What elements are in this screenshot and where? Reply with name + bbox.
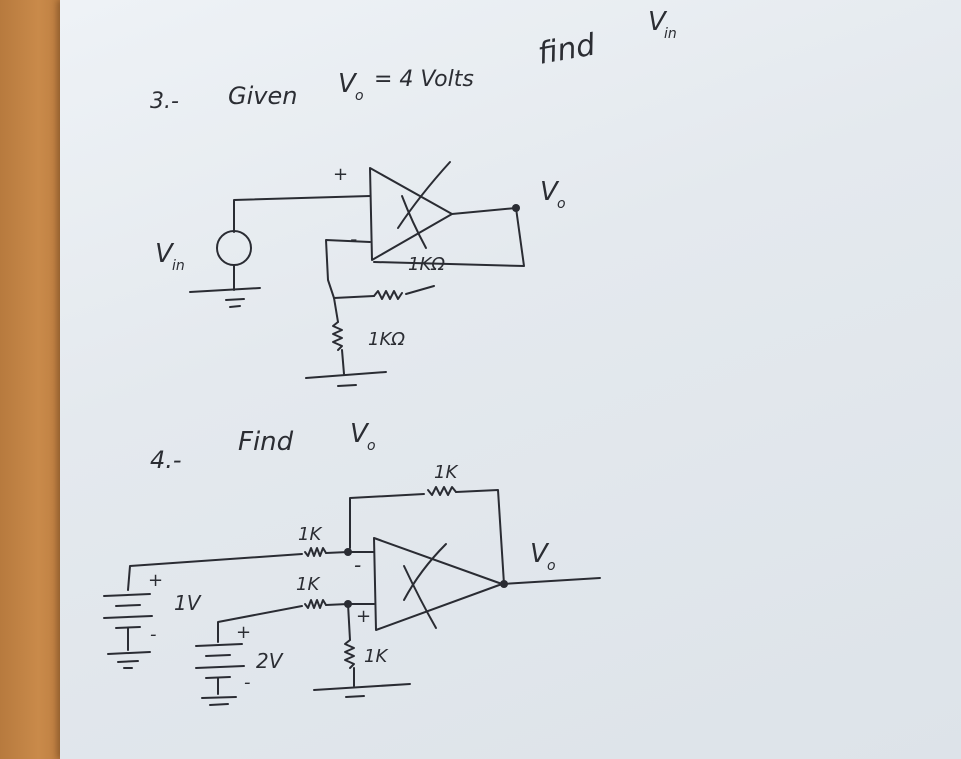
problem3-vin-sub: in	[664, 26, 677, 42]
problem4-battery1-minus: -	[150, 624, 157, 645]
problem4-battery2-minus: -	[244, 672, 251, 693]
problem4-circuit: - + V o 1K 1K 1K 1K	[103, 462, 601, 706]
problem3-crossout-stroke-1	[397, 161, 451, 229]
problem3-number: 3.-	[150, 89, 179, 114]
problem4-wire-r2-right	[325, 603, 349, 606]
problem3-vin-source-icon	[216, 230, 252, 266]
problem4-wire-feedback-right	[455, 489, 505, 585]
problem3-opamp	[369, 167, 453, 261]
problem4-feedback-resistor-label: 1K	[434, 462, 458, 483]
problem4-battery2-plus: +	[236, 622, 251, 643]
problem4-ground-line	[345, 695, 365, 698]
problem3-output-label-sub: o	[557, 196, 566, 212]
problem3-plus-sign: +	[333, 164, 348, 185]
problem4-wire-r1-right	[325, 551, 349, 554]
problem3-wire-output	[451, 207, 517, 215]
problem3-wire-feedback-top	[373, 207, 525, 267]
problem4-output-label-sub: o	[547, 558, 556, 574]
problem3-minus-sign: -	[350, 227, 357, 251]
problem3-vo-sub: o	[355, 88, 364, 104]
problem4-wire-to-ground-resistor	[347, 603, 351, 641]
problem3-find: find	[535, 27, 599, 72]
problem4-wire-r1-left	[127, 553, 303, 591]
problem4-output-label: V	[530, 539, 550, 569]
problem4-ground-resistor-icon	[344, 639, 355, 669]
problem3-circuit: + - V in V o 1KΩ 1KΩ	[155, 161, 566, 387]
problem3-feedback-resistor-icon	[373, 290, 403, 300]
problem3-source-label-sub: in	[172, 258, 185, 274]
problem3-ground-icon	[305, 371, 387, 379]
problem4-input-resistor-top-label: 1K	[298, 524, 322, 545]
problem4-opamp	[373, 537, 503, 631]
problem3-vo-symbol: V	[338, 69, 358, 99]
problem3-ground-resistor-label: 1KΩ	[368, 329, 405, 350]
problem3-source-ground-icon	[189, 287, 261, 293]
problem3-wire-feedback-bottom-left	[333, 295, 375, 299]
problem4-plus-sign: +	[356, 606, 371, 627]
problem4-input-resistor-top-icon	[304, 547, 327, 557]
problem4-input-resistor-bottom-label: 1K	[296, 574, 320, 595]
problem4-battery2-icon	[195, 643, 245, 706]
problem4-vo-symbol: V	[350, 419, 370, 449]
problem4-input-resistor-bottom-icon	[304, 599, 327, 609]
problem3-given: Given	[228, 82, 297, 110]
problem4-battery1-value: 1V	[174, 591, 202, 615]
problem4-crossout-stroke-2	[403, 565, 437, 629]
problem3-wire-inverting	[325, 239, 371, 299]
problem4-battery1-icon	[103, 593, 153, 669]
problem4-ground-resistor-label: 1K	[364, 646, 388, 667]
problem4-battery2-value: 2V	[256, 649, 284, 673]
problem4-header: 4.- Find V o	[150, 419, 376, 474]
problem3-wire-to-ground-resistor	[333, 297, 339, 323]
paper-sheet	[60, 0, 961, 759]
problem3-wire-ground	[341, 349, 345, 375]
problem4-battery1-plus: +	[148, 570, 163, 591]
problem3-header: 3.- Given V o = 4 Volts find V in	[150, 7, 677, 114]
problem4-ground-icon	[313, 683, 411, 691]
problem3-wire-feedback-bottom-right	[405, 285, 435, 295]
problem3-output-label: V	[540, 177, 560, 207]
problem4-wire-output	[501, 577, 601, 585]
problem4-minus-sign: -	[354, 553, 361, 577]
problem4-feedback-resistor-icon	[427, 486, 457, 496]
problem3-crossout-stroke-2	[401, 195, 427, 249]
problem3-vin-symbol: V	[648, 7, 668, 37]
problem4-find: Find	[238, 427, 294, 457]
problem3-source-label: V	[155, 239, 175, 269]
problem3-ground-line	[337, 384, 357, 387]
problem3-feedback-resistor-label: 1KΩ	[408, 254, 445, 275]
problem4-wire-r2-left	[217, 605, 303, 643]
problem4-vo-sub: o	[367, 438, 376, 454]
problem4-wire-feedback-left	[349, 493, 425, 549]
problem3-wire-noninverting	[233, 195, 371, 233]
problem3-ground-resistor-icon	[332, 321, 343, 351]
problem4-crossout-stroke-1	[403, 543, 447, 601]
problem3-source-ground-lines	[225, 298, 245, 308]
problem4-number: 4.-	[150, 446, 182, 474]
problem3-equation: = 4 Volts	[374, 67, 474, 92]
